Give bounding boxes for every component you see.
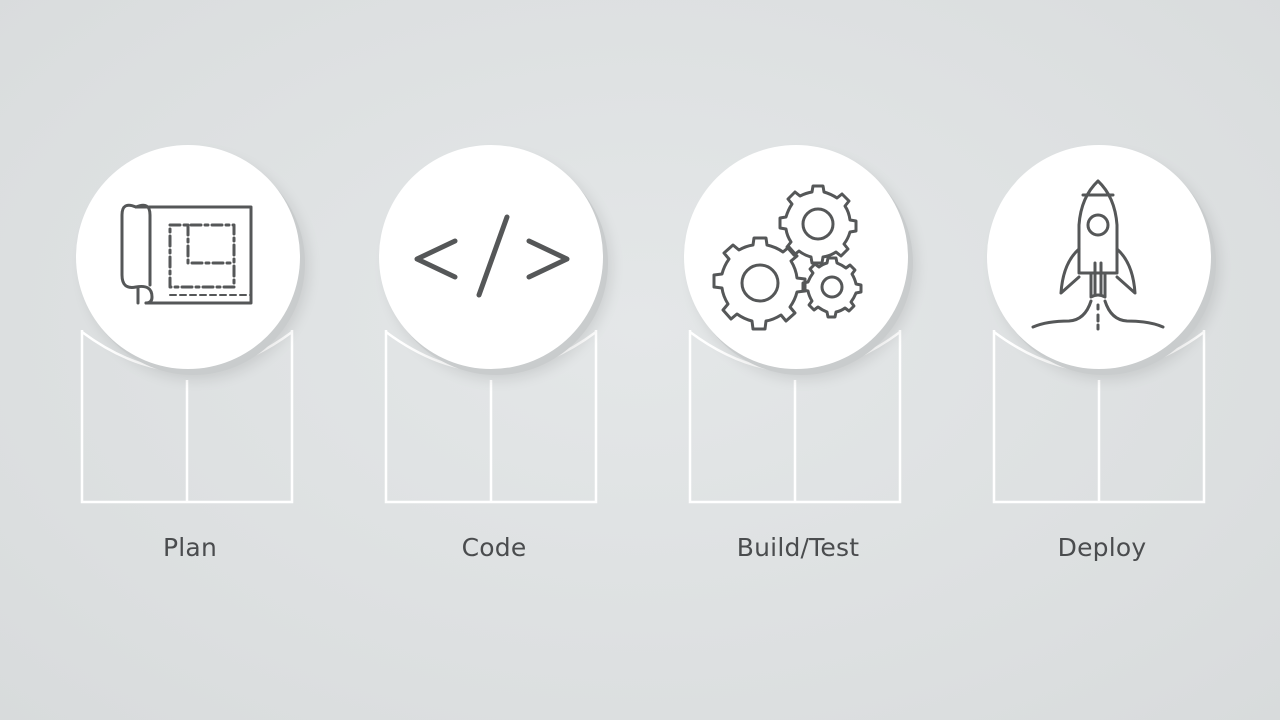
pedestal xyxy=(992,330,1206,504)
step-label: Deploy xyxy=(1057,533,1147,562)
icon-disc xyxy=(684,145,908,369)
step-plan: Plan xyxy=(70,0,310,720)
gears-icon xyxy=(712,184,863,331)
step-code: Code xyxy=(374,0,614,720)
step-label: Code xyxy=(461,533,527,562)
rocket-icon xyxy=(1031,179,1165,331)
step-deploy: Deploy xyxy=(982,0,1222,720)
code-brackets-icon xyxy=(414,214,570,298)
icon-disc xyxy=(76,145,300,369)
blueprint-icon xyxy=(120,203,253,305)
pedestal xyxy=(688,330,902,504)
step-label: Build/Test xyxy=(736,533,860,562)
step-label: Plan xyxy=(163,533,217,562)
icon-disc xyxy=(987,145,1211,369)
pedestal xyxy=(384,330,598,504)
step-build-test: Build/Test xyxy=(678,0,918,720)
icon-disc xyxy=(379,145,603,369)
pedestal xyxy=(80,330,294,504)
